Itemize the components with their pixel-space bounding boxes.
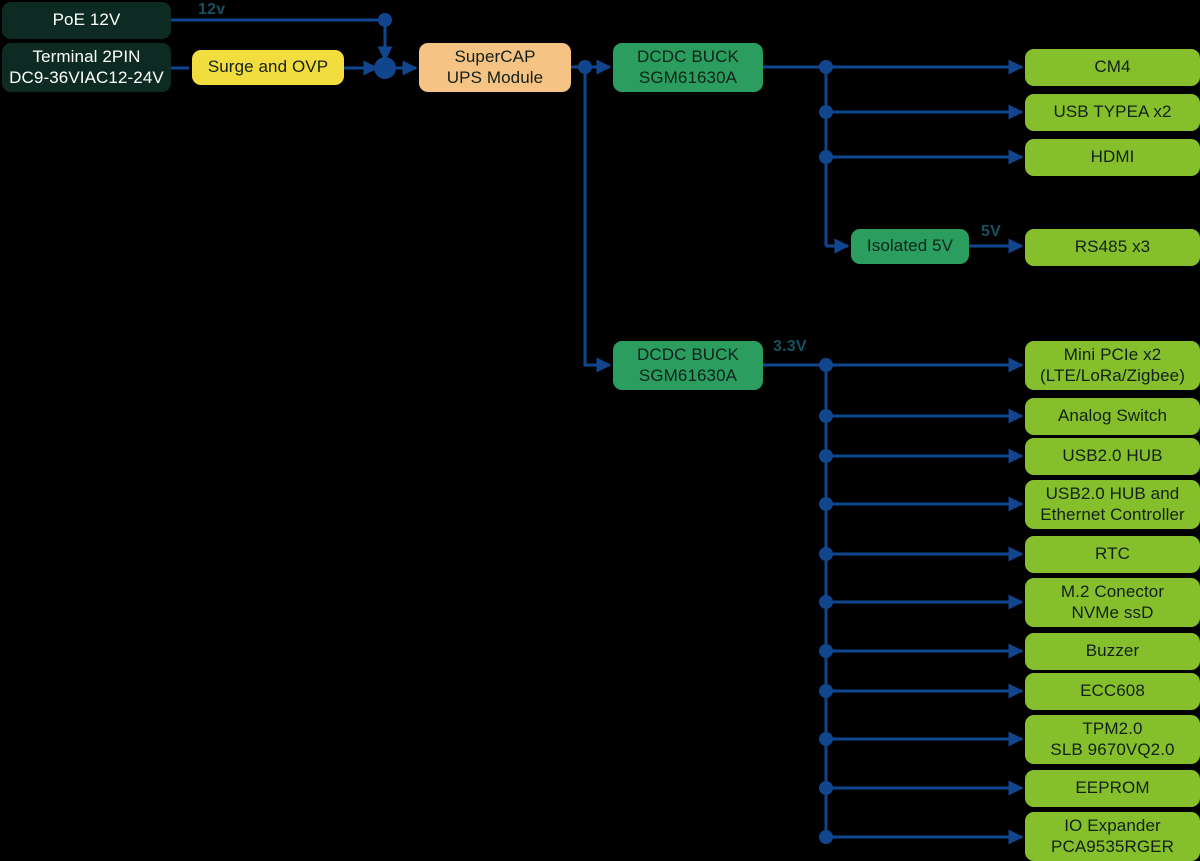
- junction-12v-1: [819, 60, 833, 74]
- block-load-hdmi[interactable]: HDMI: [1025, 139, 1200, 176]
- junction-12v-3: [819, 150, 833, 164]
- wire-to-buck2: [583, 67, 612, 373]
- junction-3v3-1: [819, 358, 833, 372]
- block-poe-source[interactable]: PoE 12V: [2, 2, 171, 39]
- block-load-ecc608[interactable]: ECC608: [1025, 673, 1200, 710]
- junction-3v3-2: [819, 409, 833, 423]
- block-load-m2-nvme[interactable]: M.2 Conector NVMe ssD: [1025, 578, 1200, 627]
- block-load-tpm20[interactable]: TPM2.0 SLB 9670VQ2.0: [1025, 715, 1200, 764]
- junction-3v3-4: [819, 497, 833, 511]
- rail-label-3v3: 3.3V: [773, 338, 807, 355]
- junction-poe: [378, 13, 392, 27]
- block-load-analog-switch[interactable]: Analog Switch: [1025, 398, 1200, 435]
- block-load-rs485[interactable]: RS485 x3: [1025, 229, 1200, 266]
- junction-12v-2: [819, 105, 833, 119]
- block-load-cm4[interactable]: CM4: [1025, 49, 1200, 86]
- junction-main-power: [374, 57, 396, 79]
- junction-3v3-7: [819, 644, 833, 658]
- block-dcdc-buck-2[interactable]: DCDC BUCK SGM61630A: [613, 341, 763, 390]
- block-load-usb-typea[interactable]: USB TYPEA x2: [1025, 94, 1200, 131]
- block-load-usb2-hub[interactable]: USB2.0 HUB: [1025, 438, 1200, 475]
- block-load-buzzer[interactable]: Buzzer: [1025, 633, 1200, 670]
- rail-label-5v: 5V: [981, 223, 1001, 240]
- block-supercap-ups[interactable]: SuperCAP UPS Module: [419, 43, 571, 92]
- junction-3v3-10: [819, 781, 833, 795]
- block-load-rtc[interactable]: RTC: [1025, 536, 1200, 573]
- junction-3v3-11: [819, 830, 833, 844]
- block-terminal-source[interactable]: Terminal 2PIN DC9-36VIAC12-24V: [2, 43, 171, 92]
- block-load-eeprom[interactable]: EEPROM: [1025, 770, 1200, 807]
- junction-3v3-3: [819, 449, 833, 463]
- block-dcdc-buck-1[interactable]: DCDC BUCK SGM61630A: [613, 43, 763, 92]
- block-load-mini-pcie[interactable]: Mini PCIe x2 (LTE/LoRa/Zigbee): [1025, 341, 1200, 390]
- block-load-usb2-eth[interactable]: USB2.0 HUB and Ethernet Controller: [1025, 480, 1200, 529]
- rail-label-12v: 12v: [198, 1, 226, 18]
- block-load-io-expander[interactable]: IO Expander PCA9535RGER: [1025, 812, 1200, 861]
- junction-3v3-5: [819, 547, 833, 561]
- junction-3v3-9: [819, 732, 833, 746]
- junction-3v3-6: [819, 595, 833, 609]
- junction-3v3-8: [819, 684, 833, 698]
- block-isolated-5v[interactable]: Isolated 5V: [851, 229, 969, 264]
- block-surge-ovp[interactable]: Surge and OVP: [192, 50, 344, 85]
